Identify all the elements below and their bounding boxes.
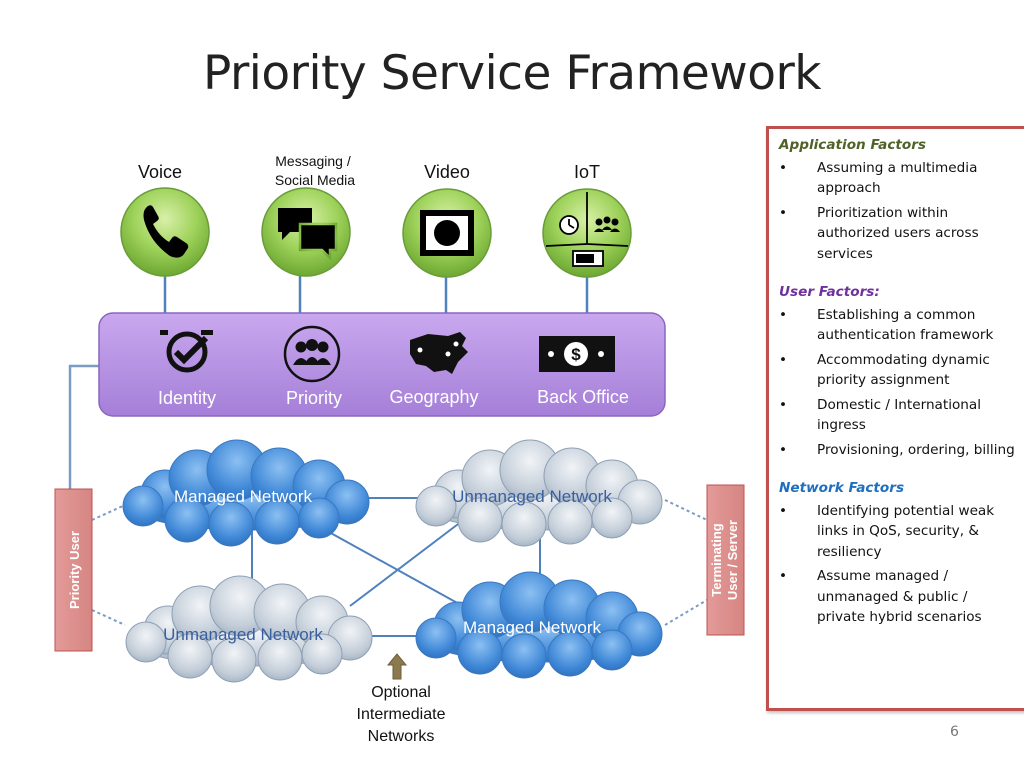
chat-bubbles-icon — [278, 208, 338, 262]
service-video: Video — [402, 162, 492, 278]
cloud-unmanaged-top-right: Unmanaged Network — [415, 439, 663, 547]
service-label-messaging-1: Messaging / — [275, 153, 351, 169]
optional-label-3: Networks — [368, 728, 435, 745]
terminating-label-1: Terminating — [709, 523, 724, 596]
cloud-unmanaged-bottom-left: Unmanaged Network — [125, 575, 373, 683]
optional-networks-callout: Optional Intermediate Networks — [357, 653, 446, 745]
platform-bar: Identity Priority Geography $ Back Offic… — [98, 312, 666, 417]
page-number: 6 — [950, 724, 959, 740]
cloud-managed-top-left: Managed Network — [122, 439, 370, 547]
list-item: Domestic / International ingress — [779, 395, 1019, 436]
list-item: Provisioning, ordering, billing — [779, 440, 1019, 461]
us-map-icon — [410, 332, 468, 374]
service-iot: IoT — [542, 162, 632, 278]
service-label-voice: Voice — [138, 162, 182, 182]
user-factors: User Factors: Establishing a common auth… — [779, 282, 1019, 460]
priority-user-label: Priority User — [67, 531, 82, 609]
dotted-connectors — [91, 499, 708, 626]
users-group-icon — [283, 325, 341, 383]
list-item: Prioritization within authorized users a… — [779, 203, 1019, 265]
service-voice: Voice — [120, 162, 210, 277]
cloud-managed-bottom-right: Managed Network — [415, 571, 663, 679]
service-label-messaging-2: Social Media — [275, 172, 355, 188]
terminating-box: Terminating User / Server — [706, 484, 745, 636]
list-item: Establishing a common authentication fra… — [779, 305, 1019, 346]
identity-check-icon — [160, 330, 213, 373]
list-item: Identifying potential weak links in QoS,… — [779, 501, 1019, 563]
framework-diagram: Voice Messaging / Social Media Video IoT — [54, 153, 745, 745]
service-messaging: Messaging / Social Media — [261, 153, 355, 277]
cloud-label-bl: Unmanaged Network — [163, 625, 323, 644]
optional-label-1: Optional — [371, 684, 431, 701]
iot-devices-icon — [545, 192, 629, 267]
list-item: Assume managed / unmanaged & public / pr… — [779, 566, 1019, 628]
optional-label-2: Intermediate — [357, 706, 446, 723]
user-factors-heading: User Factors: — [779, 284, 880, 300]
network-factors-heading: Network Factors — [779, 480, 905, 496]
service-connectors — [163, 270, 589, 314]
cloud-label-tl: Managed Network — [174, 487, 312, 506]
service-label-iot: IoT — [574, 162, 600, 182]
list-item: Assuming a multimedia approach — [779, 158, 1019, 199]
page-title: Priority Service Framework — [202, 46, 822, 101]
platform-label-back-office: Back Office — [537, 387, 629, 407]
cloud-label-br: Managed Network — [463, 618, 601, 637]
up-arrow-icon — [386, 653, 408, 680]
platform-label-identity: Identity — [158, 388, 216, 408]
application-factors: Application Factors Assuming a multimedi… — [779, 135, 1019, 264]
factors-panel: Application Factors Assuming a multimedi… — [766, 126, 1024, 711]
video-screen-icon — [420, 210, 474, 256]
network-factors: Network Factors Identifying potential we… — [779, 478, 1019, 628]
priority-user-box: Priority User — [54, 488, 93, 652]
cloud-label-tr: Unmanaged Network — [452, 487, 612, 506]
service-label-video: Video — [424, 162, 470, 182]
dollar-bill-icon: $ — [539, 336, 615, 372]
platform-label-priority: Priority — [286, 388, 342, 408]
phone-icon — [143, 205, 189, 258]
terminating-label-2: User / Server — [725, 520, 740, 600]
application-factors-heading: Application Factors — [779, 137, 927, 153]
platform-label-geography: Geography — [389, 387, 478, 407]
priority-user-connector — [68, 364, 99, 490]
svg-text:$: $ — [571, 345, 581, 364]
list-item: Accommodating dynamic priority assignmen… — [779, 350, 1019, 391]
